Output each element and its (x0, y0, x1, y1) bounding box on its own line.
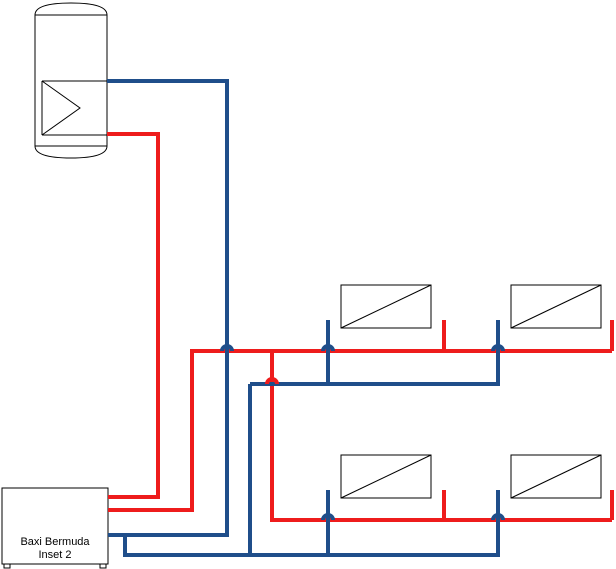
upper-return-pipe (250, 320, 500, 386)
heating-return-pipe (123, 520, 500, 557)
boiler (1, 487, 109, 569)
boiler-label: Baxi Bermuda Inset 2 (2, 536, 108, 562)
cylinder-coil (41, 80, 107, 136)
crossover-marks (220, 344, 505, 521)
radiator-top-left (340, 284, 432, 329)
radiator-bottom-right (510, 454, 602, 499)
cylinder-flow-pipe (107, 132, 160, 499)
radiator-top-right (510, 284, 602, 329)
boiler-label-line1: Baxi Bermuda (20, 536, 90, 548)
cylinder-return-pipe (107, 79, 229, 537)
hot-water-cylinder (34, 2, 108, 159)
radiator-bottom-left (340, 454, 432, 499)
boiler-label-line2: Inset 2 (38, 549, 72, 561)
return-pipes (107, 79, 500, 557)
heating-flow-pipe (108, 349, 612, 512)
